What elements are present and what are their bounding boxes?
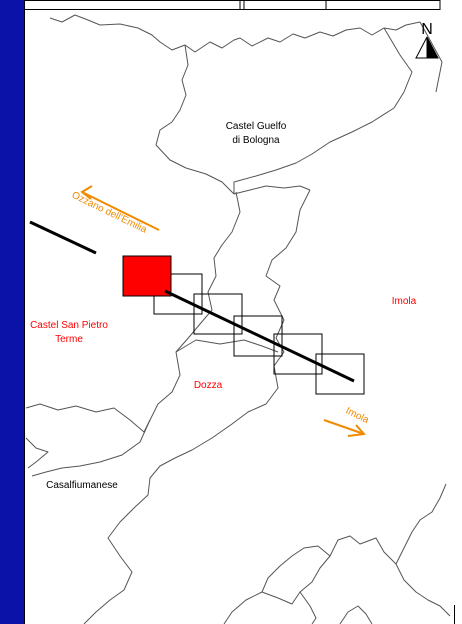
label-casalfiumanese: Casalfiumanese bbox=[46, 480, 118, 491]
track-segment-main bbox=[164, 289, 355, 383]
survey-tile bbox=[193, 293, 243, 335]
track-line bbox=[29, 220, 355, 383]
north-arrow-icon-fill bbox=[426, 36, 439, 59]
highlighted-tile[interactable] bbox=[122, 255, 172, 297]
border-bottom-right bbox=[223, 535, 451, 624]
border-bottom-mid bbox=[261, 545, 331, 593]
border-bottom-small bbox=[299, 591, 317, 624]
direction-arrow-head-icon bbox=[347, 424, 367, 437]
border-guelfo-east bbox=[233, 27, 413, 194]
survey-tile bbox=[315, 353, 365, 395]
border-dozza-west bbox=[31, 191, 241, 477]
municipality-labels: Castel Guelfo di Bologna Imola Castel Sa… bbox=[30, 121, 417, 491]
track-segment-west bbox=[29, 220, 97, 255]
border-imola-west bbox=[83, 189, 311, 624]
border-east-top bbox=[419, 21, 443, 93]
border-bottom-edge bbox=[339, 605, 373, 624]
direction-arrow-icon bbox=[81, 191, 160, 231]
label-castel-san-pietro-line2: Terme bbox=[55, 334, 83, 345]
label-imola: Imola bbox=[392, 296, 417, 307]
border-guelfo-west bbox=[155, 44, 235, 195]
north-label: N bbox=[421, 21, 433, 38]
label-dozza: Dozza bbox=[194, 380, 223, 391]
label-castel-guelfo: Castel Guelfo bbox=[226, 121, 287, 132]
survey-tile bbox=[233, 315, 283, 357]
direction-arrow-head-icon bbox=[80, 185, 93, 200]
north-arrow: N bbox=[415, 21, 439, 59]
left-sidebar bbox=[0, 0, 24, 624]
border-bottom-east bbox=[395, 483, 447, 565]
direction-arrow-icon bbox=[323, 419, 365, 435]
border-dozza-lower bbox=[175, 339, 279, 353]
border-north-lower bbox=[49, 14, 421, 53]
label-castel-guelfo-line2: di Bologna bbox=[232, 135, 280, 146]
border-west-mid bbox=[25, 403, 151, 433]
border-imola-west-upper bbox=[233, 185, 311, 195]
top-frame bbox=[24, 0, 441, 10]
border-west-low bbox=[25, 437, 49, 469]
survey-tiles bbox=[122, 255, 365, 395]
municipal-borders bbox=[25, 14, 451, 624]
label-castel-san-pietro: Castel San Pietro bbox=[30, 320, 108, 331]
